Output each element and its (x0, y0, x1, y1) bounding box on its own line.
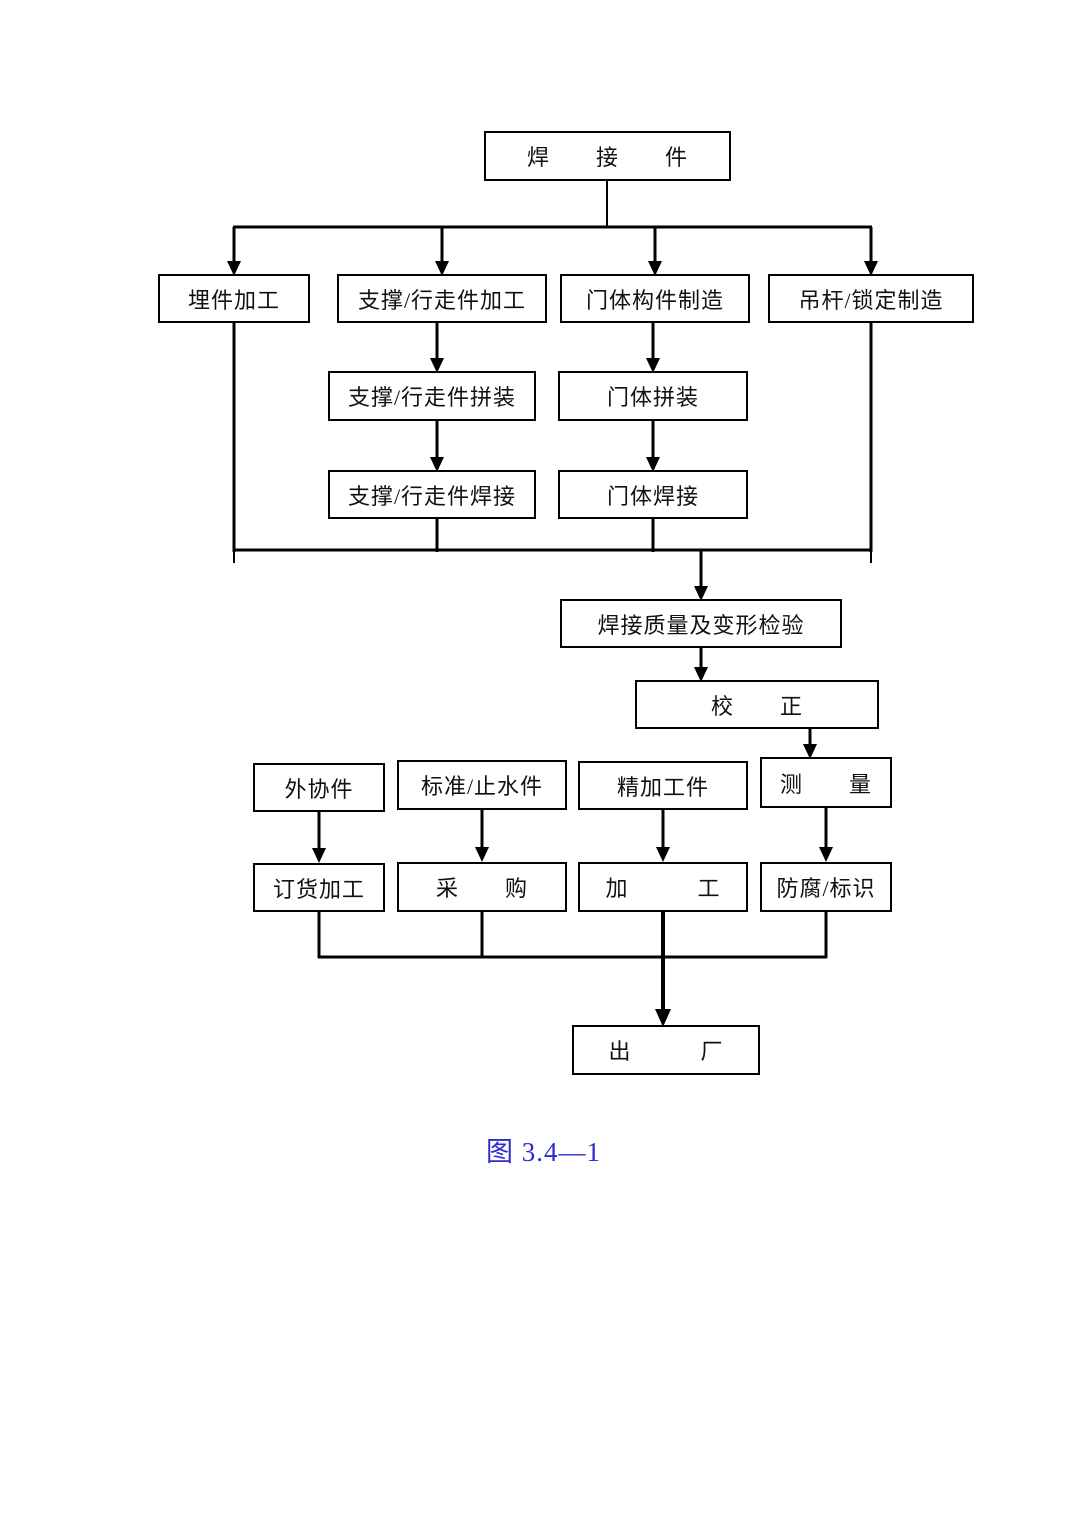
node-precision-machined-parts: 精加工件 (578, 761, 748, 810)
node-order-processing: 订货加工 (253, 863, 385, 912)
arrow-measurement-to-anticorrosion (819, 808, 833, 862)
node-embed-parts: 埋件加工 (158, 274, 310, 323)
arrow-to-delivery (655, 957, 671, 1027)
arrow-precision-to-machining (656, 810, 670, 862)
node-outsourced-parts: 外协件 (253, 763, 385, 812)
arrow-to-hanger-lock-mfg (864, 227, 878, 276)
arrow-inspection-to-correction (694, 648, 708, 682)
node-hanger-lock-mfg: 吊杆/锁定制造 (768, 274, 974, 323)
arrow-support-mfg-to-assembly (430, 323, 444, 373)
node-machining: 加 工 (578, 862, 748, 912)
arrow-to-inspection (694, 550, 708, 601)
node-support-travel-assembly: 支撑/行走件拼装 (328, 371, 536, 421)
arrow-correction-to-measurement (803, 729, 817, 759)
node-delivery: 出 厂 (572, 1025, 760, 1075)
arrow-to-gate-body-mfg (648, 227, 662, 276)
arrow-to-support-travel-mfg (435, 227, 449, 276)
node-procurement: 采 购 (397, 862, 567, 912)
node-support-travel-welding: 支撑/行走件焊接 (328, 470, 536, 519)
node-gate-body-mfg: 门体构件制造 (560, 274, 750, 323)
arrow-gate-mfg-to-assembly (646, 323, 660, 373)
arrow-standard-to-procurement (475, 810, 489, 862)
node-weld-parts: 焊 接 件 (484, 131, 731, 181)
figure-caption: 图 3.4—1 (486, 1137, 601, 1167)
arrow-support-assembly-to-welding (430, 421, 444, 472)
node-standard-waterstop-parts: 标准/止水件 (397, 760, 567, 810)
node-gate-body-welding: 门体焊接 (558, 470, 748, 519)
node-weld-quality-inspection: 焊接质量及变形检验 (560, 599, 842, 648)
node-anticorrosion-marking: 防腐/标识 (760, 862, 892, 912)
node-support-travel-mfg: 支撑/行走件加工 (337, 274, 547, 323)
node-correction: 校 正 (635, 680, 879, 729)
node-gate-body-assembly: 门体拼装 (558, 371, 748, 421)
node-measurement: 测 量 (760, 757, 892, 808)
arrow-gate-assembly-to-welding (646, 421, 660, 472)
arrow-to-embed-parts (227, 227, 241, 276)
arrow-outsourced-to-order (312, 812, 326, 863)
